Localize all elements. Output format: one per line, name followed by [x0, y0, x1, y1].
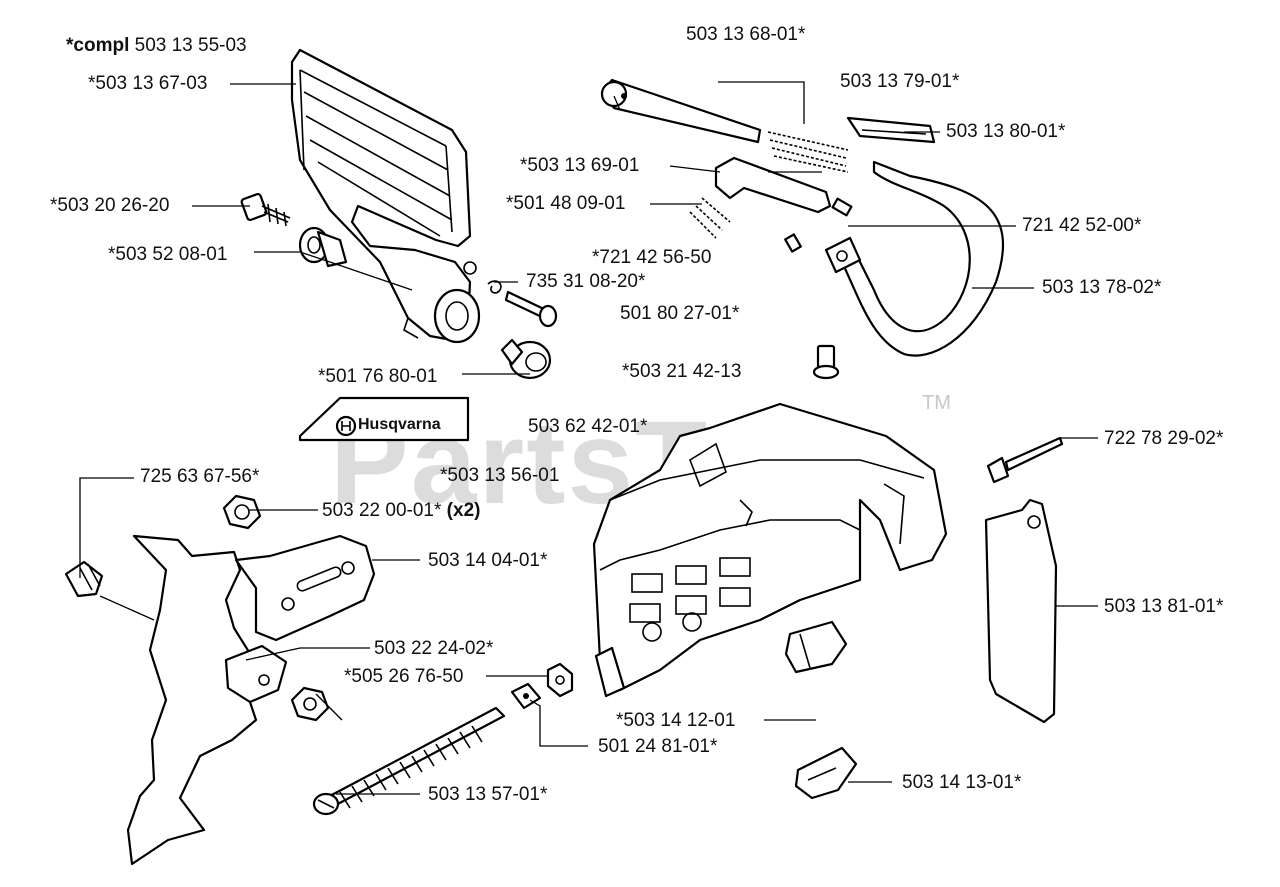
tension-screw-part [312, 706, 506, 816]
label-5031368-01: 503 13 68-01* [686, 24, 806, 45]
brake-handle-part [290, 48, 481, 344]
bolt-part [986, 436, 1064, 484]
brake-band-part [824, 160, 1005, 357]
screw-part [240, 192, 291, 227]
label-5031413-01: 503 14 13-01* [902, 772, 1022, 793]
pin-part [504, 290, 558, 328]
label-5031378-02: 503 13 78-02* [1042, 277, 1162, 298]
lever-part [689, 156, 832, 239]
label-5031356-01: *503 13 56-01 [440, 465, 560, 486]
stud-screw-part [64, 560, 104, 598]
label-5018027-01: 501 80 27-01* [620, 303, 740, 324]
label-5031381-01: 503 13 81-01* [1104, 596, 1224, 617]
label-7227829-02: 722 78 29-02* [1104, 428, 1224, 449]
label-5031379-01: 503 13 79-01* [840, 71, 960, 92]
label-5012481-01: 501 24 81-01* [598, 736, 718, 757]
label-5031412-01: *503 14 12-01 [616, 710, 736, 731]
label-7353108-20: 735 31 08-20* [526, 271, 646, 292]
label-5031357-01: 503 13 57-01* [428, 784, 548, 805]
label-5032224-02: 503 22 24-02* [374, 638, 494, 659]
label-7214256-50: *721 42 56-50 [592, 247, 712, 268]
label-5032142-13: *503 21 42-13 [622, 361, 742, 382]
knob-part [500, 338, 552, 380]
brake-rod-part [600, 78, 762, 144]
label-5031367-03: *503 13 67-03 [88, 73, 208, 94]
label-5031369-01: *503 13 69-01 [520, 155, 640, 176]
small-screw-part [812, 344, 840, 380]
trademark-mark: TM [922, 392, 951, 414]
label-7214252-00: 721 42 52-00* [1022, 215, 1142, 236]
bumper-part [784, 620, 848, 674]
tensioner-nut-part [546, 662, 574, 698]
husqvarna-logo-text: Husqvarna [358, 416, 441, 433]
spring-clip-part [846, 116, 936, 144]
nut-part [222, 494, 262, 530]
chain-cover-part [592, 402, 948, 698]
hex-nut-part [290, 686, 330, 722]
label-5031404-01: 503 14 04-01* [428, 550, 548, 571]
sleeve-part [784, 197, 853, 253]
guard-plate-part [984, 498, 1058, 724]
label-5031380-01: 503 13 80-01* [946, 121, 1066, 142]
bushing-part [298, 226, 348, 268]
label-compl-assembly: *compl 503 13 55-03 [66, 35, 247, 56]
label-5035208-01: *503 52 08-01 [108, 244, 228, 265]
lock-plate-part [224, 644, 288, 704]
side-plate-part [126, 534, 258, 866]
label-7256367-56: 725 63 67-56* [140, 466, 260, 487]
washer-part [510, 682, 542, 710]
husqvarna-decal [298, 396, 470, 442]
label-5032026-20: *503 20 26-20 [50, 195, 170, 216]
label-5036242-01: 503 62 42-01* [528, 416, 648, 437]
label-5052676-50: *505 26 76-50 [344, 666, 464, 687]
label-5014809-01: *501 48 09-01 [506, 193, 626, 214]
clamp-plate-part [234, 534, 376, 642]
label-5017680-01: *501 76 80-01 [318, 366, 438, 387]
cover-slide-part [794, 746, 858, 800]
spring-part [767, 131, 849, 173]
leader-lines [79, 81, 1098, 795]
label-5032200-01: 503 22 00-01* (x2) [322, 500, 481, 521]
spring-washer-part [487, 280, 502, 294]
